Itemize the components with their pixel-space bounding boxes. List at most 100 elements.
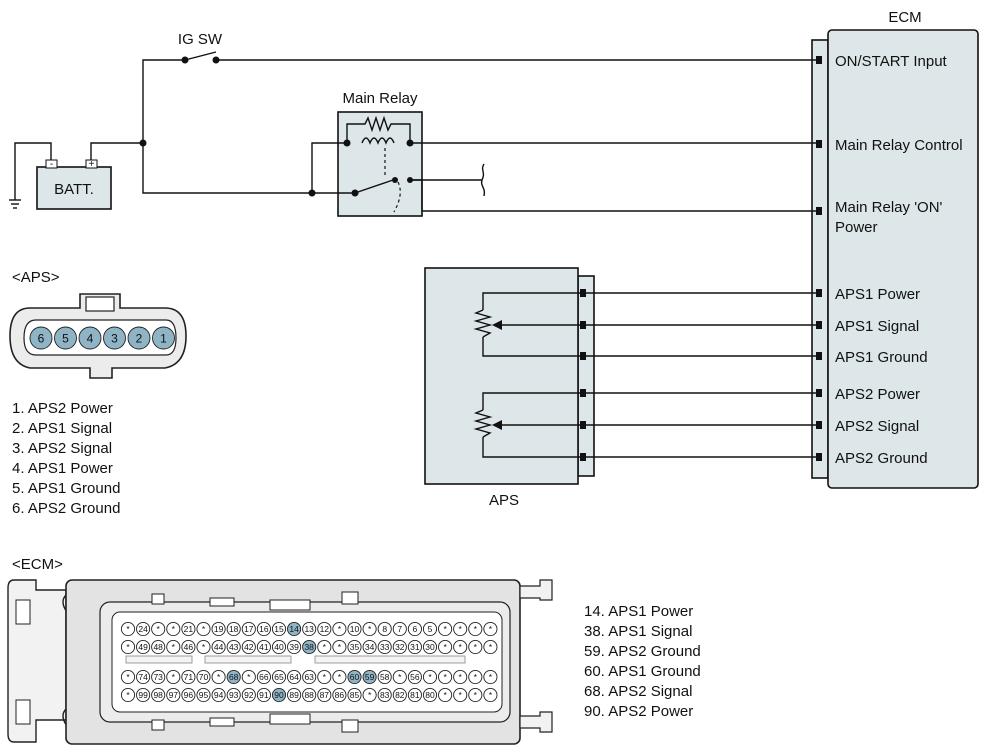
ecm-pin (256, 687, 271, 703)
ecm-pin-label: 81 (410, 690, 420, 700)
ecm-legend-item: 59. APS2 Ground (584, 643, 701, 660)
ecm-pin (407, 687, 422, 703)
ecm-pin-label: * (202, 642, 206, 652)
ecm-pin-label: * (126, 672, 130, 682)
ecm-pin-label: 60 (350, 672, 360, 682)
ecm-pin-label: 64 (289, 672, 299, 682)
aps-legend-item: 6. APS2 Ground (12, 500, 120, 517)
ecm-pin-label: 63 (304, 672, 314, 682)
ecm-pin-label: * (172, 642, 176, 652)
ecm-pin (317, 669, 332, 685)
ecm-pin (438, 639, 453, 655)
ecm-pin-label: * (126, 690, 130, 700)
aps-legend-item: 4. APS1 Power (12, 460, 113, 477)
ecm-pin-label: * (489, 624, 493, 634)
ecm-pin-label: 32 (395, 642, 405, 652)
ecm-pin-label: * (368, 624, 372, 634)
ecm-pin-label: 70 (199, 672, 209, 682)
ecm-pin (332, 687, 347, 703)
ecm-terminal-aps1-ground: APS1 Ground (835, 349, 928, 366)
ecm-pin (438, 669, 453, 685)
ecm-legend-item: 90. APS2 Power (584, 703, 693, 720)
ecm-terminal-power: Power (835, 219, 878, 236)
ecm-pin (241, 621, 256, 637)
ecm-pin-label: 95 (199, 690, 209, 700)
ecm-pin-label: 82 (395, 690, 405, 700)
ecm-pin (256, 669, 271, 685)
ecm-pin-label: 44 (214, 642, 224, 652)
ecm-pin-label: 90 (274, 690, 284, 700)
ecm-pin (453, 639, 468, 655)
ecm-pin-label: * (368, 690, 372, 700)
ecm-pin (136, 621, 151, 637)
ecm-pin-label: 8 (382, 624, 387, 634)
ecm-pin (302, 639, 317, 655)
ecm-pin-label: * (443, 624, 447, 634)
ecm-pin-label: 96 (184, 690, 194, 700)
ecm-pin (256, 639, 271, 655)
ecm-pin-label: * (474, 642, 478, 652)
ecm-pin-label: 93 (229, 690, 239, 700)
ecm-pin (211, 687, 226, 703)
ecm-pin-label: 30 (425, 642, 435, 652)
ecm-pin-label: * (474, 690, 478, 700)
ecm-pin-label: * (443, 672, 447, 682)
ecm-pin (422, 621, 438, 637)
ecm-pin (392, 639, 407, 655)
ecm-pin-label: 89 (289, 690, 299, 700)
ecm-pin (483, 639, 498, 655)
ecm-pin-label: * (338, 624, 342, 634)
ecm-pin-label: 41 (259, 642, 269, 652)
ecm-pin-label: 83 (380, 690, 390, 700)
ecm-pin-label: * (323, 672, 327, 682)
ecm-pin (166, 669, 181, 685)
aps-pin (29, 326, 53, 350)
ecm-pin-label: 71 (184, 672, 194, 682)
ecm-pin (483, 621, 498, 637)
ecm-pin-label: 56 (410, 672, 420, 682)
ecm-pin-label: 5 (428, 624, 433, 634)
ecm-pin-label: * (459, 672, 463, 682)
ecm-pin (347, 669, 362, 685)
ecm-pin (196, 639, 211, 655)
ecm-pin-label: 43 (229, 642, 239, 652)
aps-legend-item: 1. APS2 Power (12, 400, 113, 417)
ecm-pin (256, 621, 271, 637)
ecm-pin-label: * (474, 672, 478, 682)
ecm-pin (302, 669, 317, 685)
ecm-legend-item: 60. APS1 Ground (584, 663, 701, 680)
ecm-legend-item: 38. APS1 Signal (584, 623, 692, 640)
ecm-pin-label: 99 (138, 690, 148, 700)
ecm-pin (241, 639, 256, 655)
ecm-pin-label: 35 (350, 642, 360, 652)
ecm-pin-label: * (172, 624, 176, 634)
ecm-pin-label: 42 (244, 642, 254, 652)
ecm-pin (392, 687, 407, 703)
ecm-pin (468, 669, 483, 685)
ecm-pin-label: 87 (320, 690, 330, 700)
ecm-box (827, 29, 979, 489)
ecm-legend-item: 68. APS2 Signal (584, 683, 692, 700)
ecm-pin-label: 38 (304, 642, 314, 652)
ecm-pin (271, 639, 287, 655)
ecm-pin (136, 669, 151, 685)
ecm-pin (317, 621, 332, 637)
ecm-terminal-on-start: ON/START Input (835, 53, 948, 70)
ecm-pin-label: 86 (335, 690, 345, 700)
ecm-pin (468, 639, 483, 655)
ecm-pin-label: 10 (350, 624, 360, 634)
ecm-pin (468, 621, 483, 637)
ecm-pin (151, 639, 166, 655)
ecm-connector (7, 579, 553, 745)
ecm-pin (377, 639, 392, 655)
ecm-pin (151, 621, 166, 637)
ecm-pin (271, 621, 287, 637)
ecm-pin-label: 15 (274, 624, 284, 634)
aps-pin-legend: 1. APS2 Power 2. APS1 Signal 3. APS2 Sig… (12, 400, 120, 517)
ecm-pin-label: * (489, 642, 493, 652)
main-relay-label: Main Relay (342, 90, 418, 107)
ecm-pin (241, 669, 256, 685)
ecm-pin-label: 12 (320, 624, 330, 634)
aps-pin-label: 6 (38, 332, 45, 346)
